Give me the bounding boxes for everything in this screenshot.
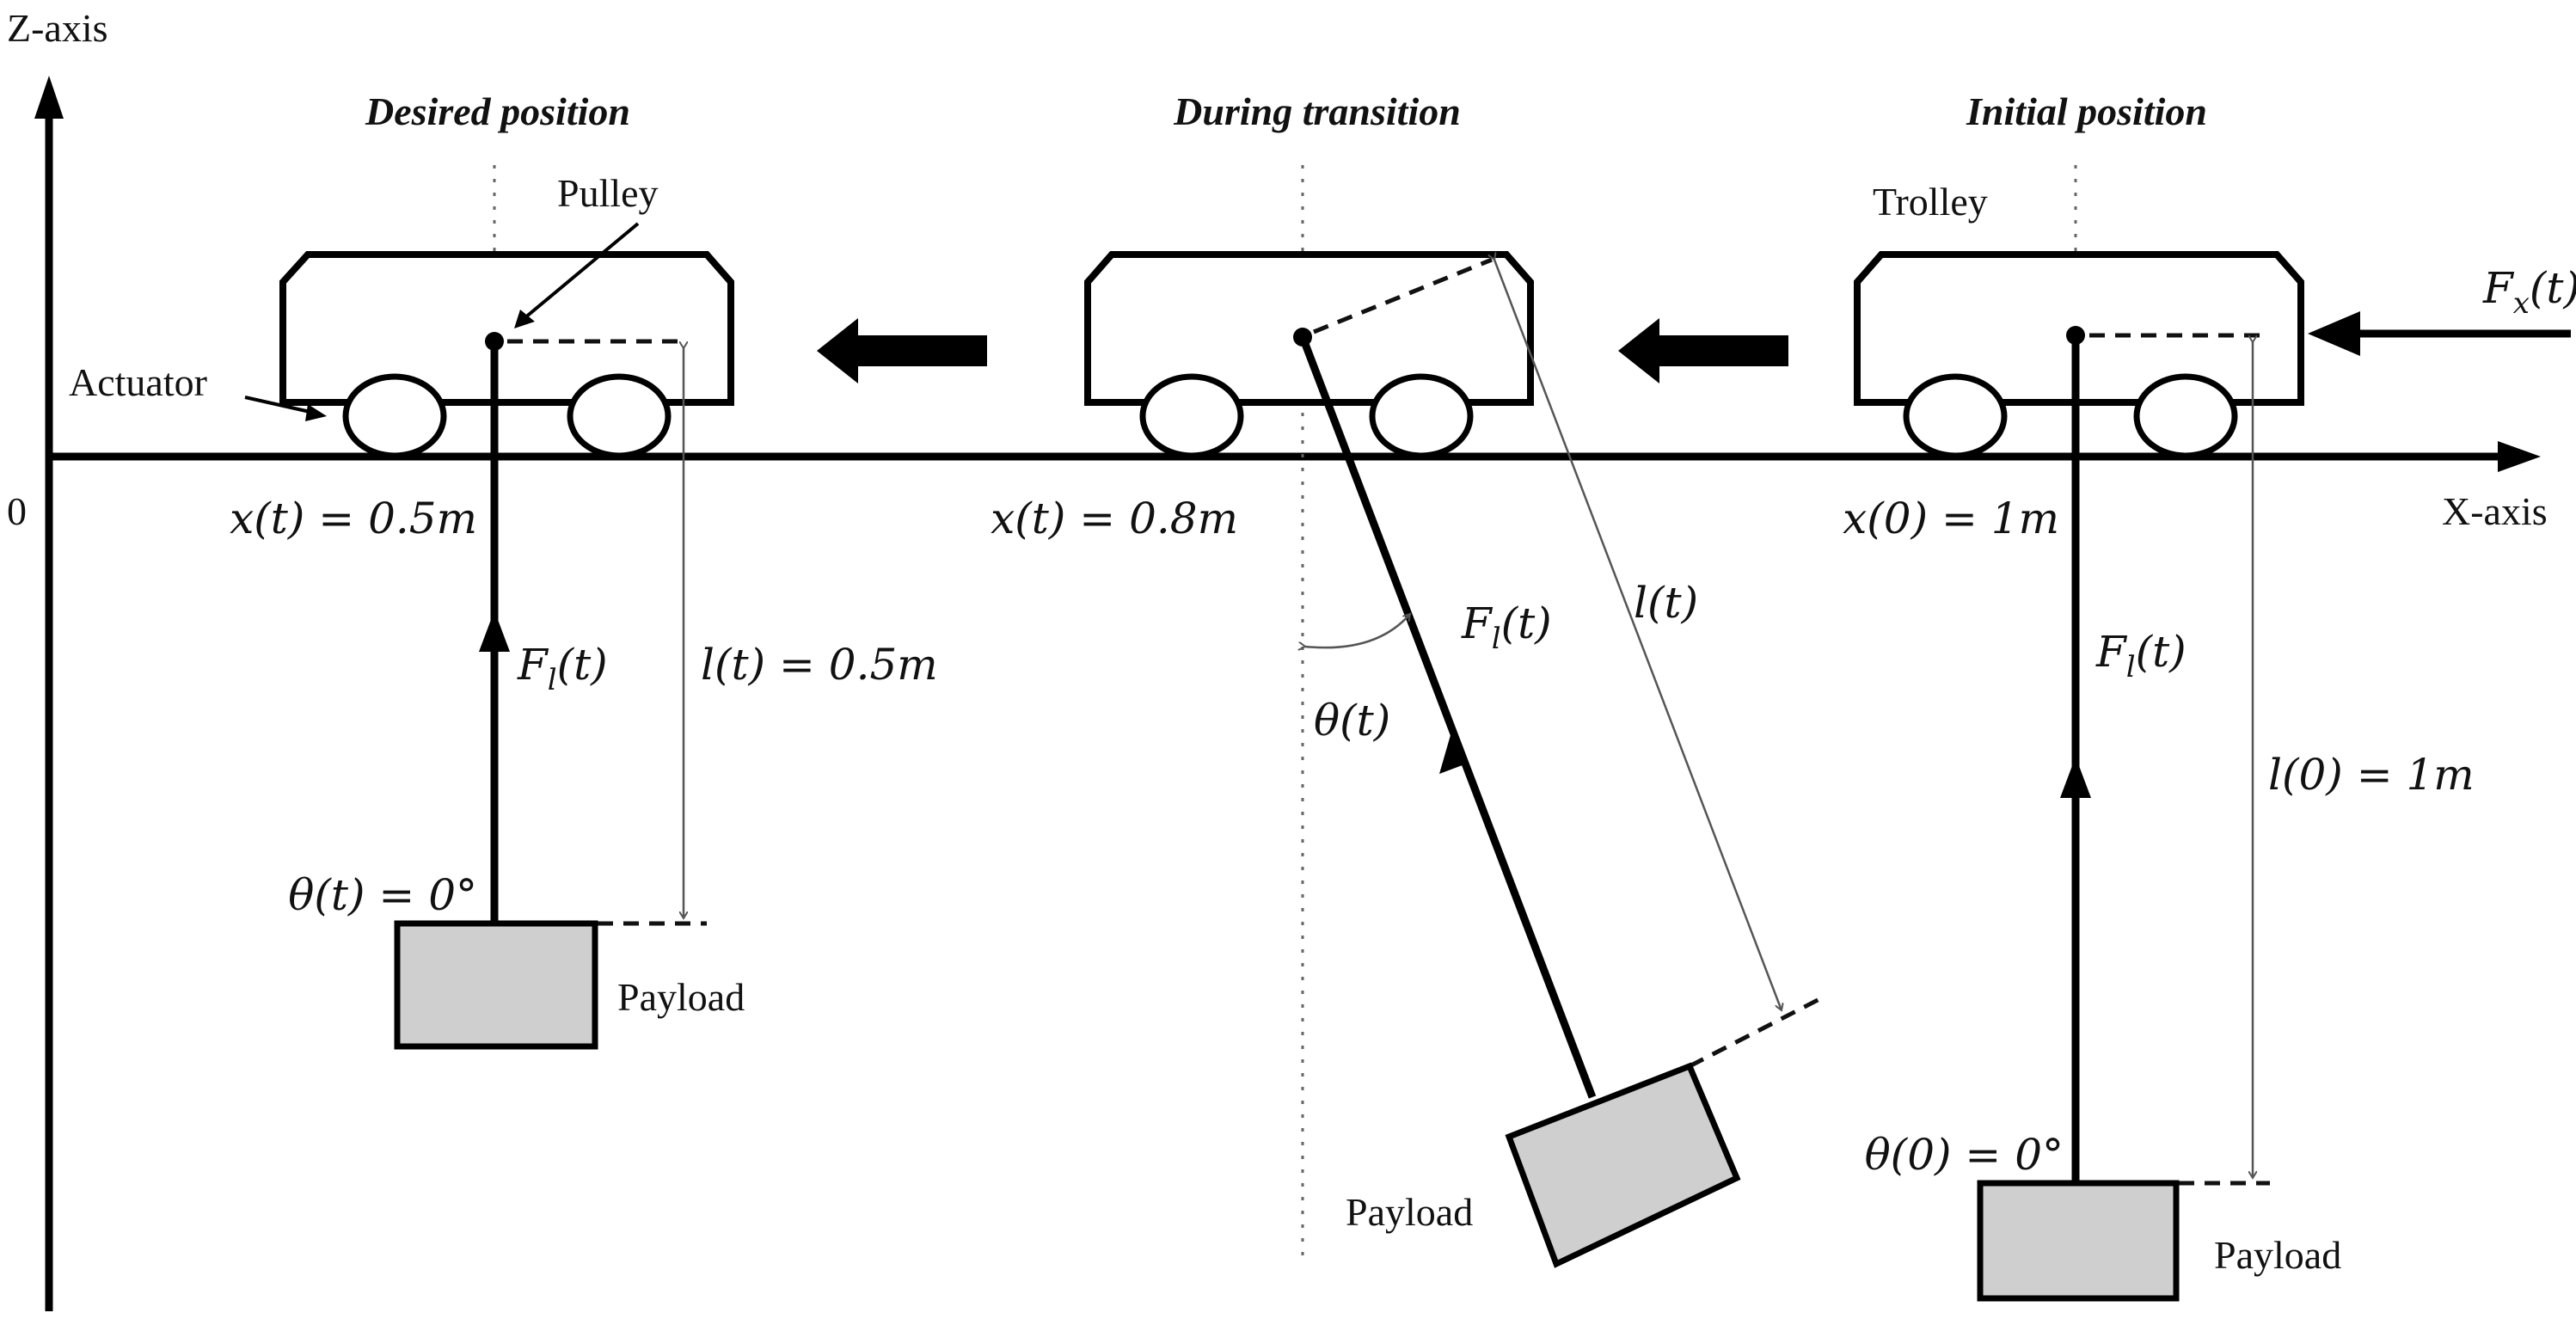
pulley-pointer-line: [523, 222, 640, 320]
payload-label-desired: Payload: [617, 975, 745, 1019]
force-argument: (t): [2530, 263, 2576, 313]
stage-desired: [244, 165, 734, 1050]
angle-label-initial: θ(0) = 0°: [1865, 1130, 2064, 1180]
cable-force-arrowhead-icon: [479, 610, 510, 652]
force-symbol: F: [2482, 263, 2515, 313]
trolley-label: Trolley: [1873, 180, 1988, 224]
actuator-label: Actuator: [69, 360, 207, 404]
force-symbol: F: [517, 640, 549, 690]
payload-box: [1505, 1062, 1741, 1268]
cable-force-arrowhead-icon: [1439, 729, 1467, 774]
trolley-wheel: [1139, 373, 1244, 459]
force-subscript: l: [1492, 622, 1501, 656]
trolley-wheel: [2133, 373, 2238, 459]
trolley-wheel: [1903, 373, 2008, 459]
payload-label-transition: Payload: [1346, 1190, 1473, 1234]
x-axis-arrowhead-icon: [2498, 441, 2541, 472]
reference-dashed-line: [1688, 995, 1825, 1069]
angle-label-transition: θ(t): [1314, 696, 1390, 745]
payload-box: [394, 920, 598, 1050]
length-label-initial: l(0) = 1m: [2268, 750, 2475, 800]
force-symbol: F: [2095, 627, 2128, 677]
pulley-label: Pulley: [557, 171, 659, 215]
trolley-body: [279, 251, 734, 406]
z-axis-arrowhead-icon: [34, 76, 64, 119]
length-dimension-line: [1494, 260, 1782, 1010]
origin-label: 0: [7, 489, 27, 533]
payload-label-initial: Payload: [2214, 1233, 2341, 1277]
applied-force-label: Fx(t): [2482, 263, 2576, 321]
position-label-transition: x(t) = 0.8m: [991, 494, 1238, 543]
position-label-desired: x(t) = 0.5m: [230, 494, 477, 543]
pulley-pointer-arrowhead-icon: [514, 310, 535, 328]
cable-force-label-transition: Fl(t): [1461, 598, 1552, 656]
stage-initial: [1854, 165, 2571, 1302]
angle-label-desired: θ(t) = 0°: [288, 870, 477, 920]
stage-title-transition: During transition: [1173, 89, 1461, 133]
angle-arc: [1305, 614, 1410, 647]
z-axis: [34, 76, 64, 1311]
cable-force-arrowhead-icon: [2060, 757, 2091, 798]
stage-title-initial: Initial position: [1966, 89, 2207, 133]
x-axis: [49, 441, 2541, 472]
force-argument: (t): [1501, 598, 1552, 648]
actuator-pointer-line: [244, 396, 315, 414]
trolley-wheel: [1369, 373, 1474, 459]
force-subscript: l: [2126, 650, 2136, 684]
motion-direction-arrow-icon: [817, 318, 987, 383]
cable-force-label-initial: Fl(t): [2095, 627, 2187, 684]
position-label-initial: x(0) = 1m: [1843, 494, 2059, 543]
force-argument: (t): [2136, 627, 2187, 677]
trolley-body: [1084, 251, 1534, 406]
cable-force-label-desired: Fl(t): [517, 640, 608, 697]
payload-box: [1977, 1180, 2180, 1302]
motion-direction-arrow-icon: [1618, 318, 1788, 383]
applied-force-arrowhead-icon: [2308, 311, 2360, 356]
trolley-wheel: [342, 373, 447, 459]
force-subscript: l: [548, 663, 557, 697]
force-symbol: F: [1461, 598, 1493, 648]
reference-dashed-line: [1313, 257, 1493, 334]
x-axis-label: X-axis: [2442, 489, 2548, 533]
stage-title-desired: Desired position: [365, 89, 630, 133]
stage-transition: [1084, 165, 1825, 1268]
force-subscript: x: [2513, 286, 2530, 321]
trolley-wheel: [567, 373, 672, 459]
length-label-transition: l(t): [1634, 578, 1698, 628]
length-label-desired: l(t) = 0.5m: [701, 640, 938, 690]
force-argument: (t): [557, 640, 608, 690]
actuator-pointer-arrowhead-icon: [305, 404, 327, 421]
z-axis-label: Z-axis: [7, 6, 108, 50]
